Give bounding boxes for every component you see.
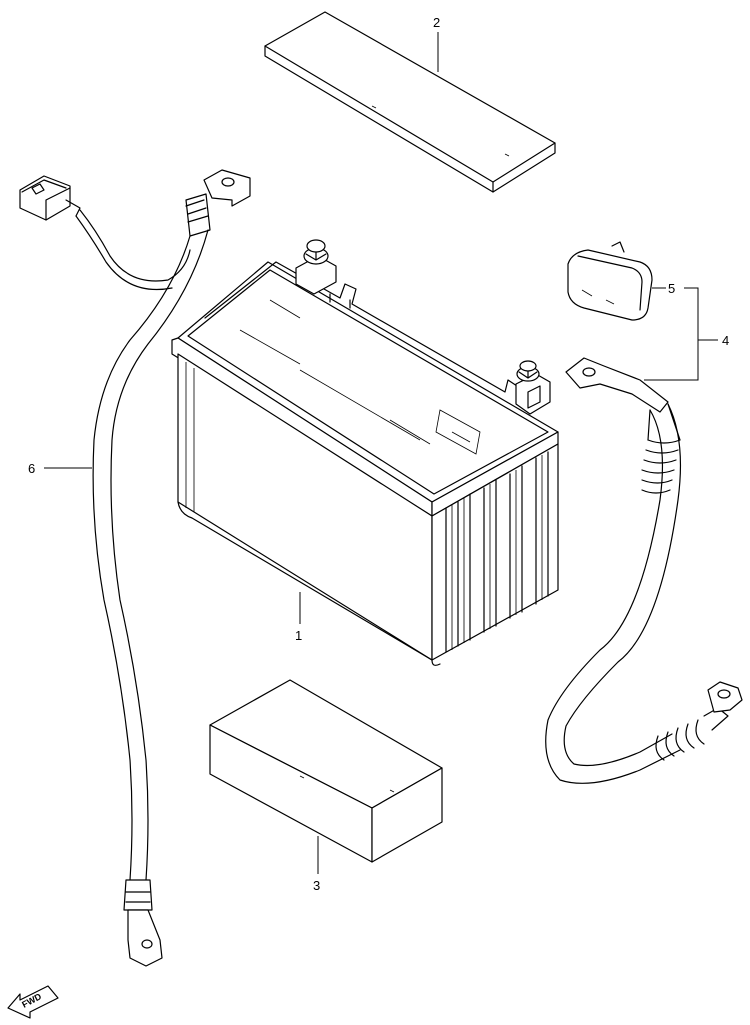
plate-callout: 2 [433, 15, 440, 30]
battery-callout: 1 [295, 628, 302, 643]
box-callout: 3 [313, 878, 320, 893]
cap-part [567, 241, 653, 321]
harness-callout: 6 [28, 461, 35, 476]
cable-set-bracket [644, 287, 699, 381]
cable-set-part [545, 357, 743, 784]
arrow-icon [7, 985, 59, 1019]
cap-callout: 5 [668, 281, 675, 296]
harness-part [19, 169, 251, 967]
battery-part [171, 239, 559, 666]
box-part [209, 679, 443, 863]
fwd-direction-badge: FWD [7, 985, 59, 1019]
plate-part [264, 11, 556, 193]
cable-set-callout: 4 [722, 333, 729, 348]
